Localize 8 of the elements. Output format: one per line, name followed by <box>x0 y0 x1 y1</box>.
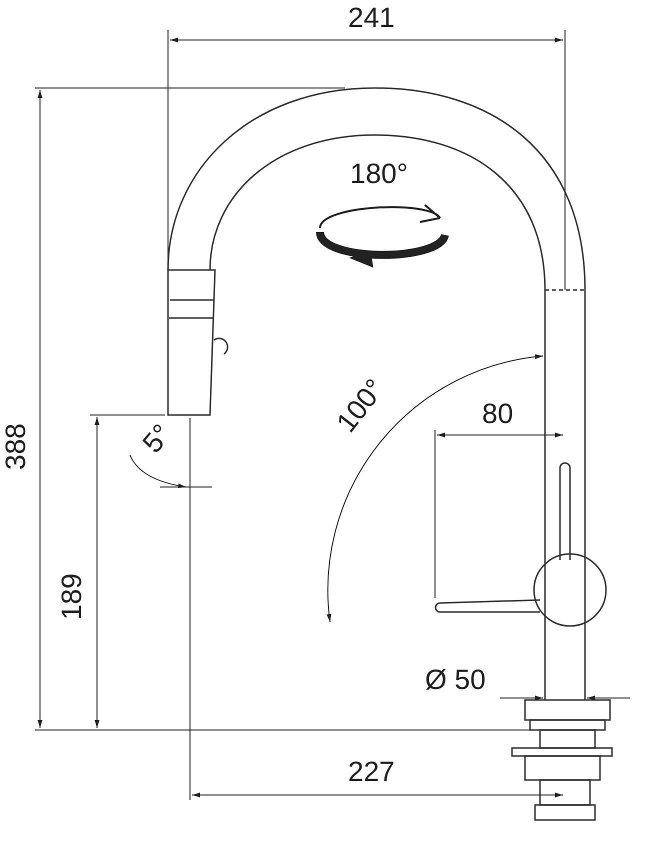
dimension-label: 80 <box>482 400 514 428</box>
dimension-label: 5° <box>138 419 177 458</box>
dimension-label: 180° <box>350 160 408 188</box>
dimension-label: 189 <box>58 573 86 620</box>
dimension-label: 227 <box>348 758 395 786</box>
dimension-label: Ø 50 <box>425 666 486 694</box>
dimension-label: 388 <box>2 423 30 470</box>
dimension-label: 241 <box>348 4 395 32</box>
